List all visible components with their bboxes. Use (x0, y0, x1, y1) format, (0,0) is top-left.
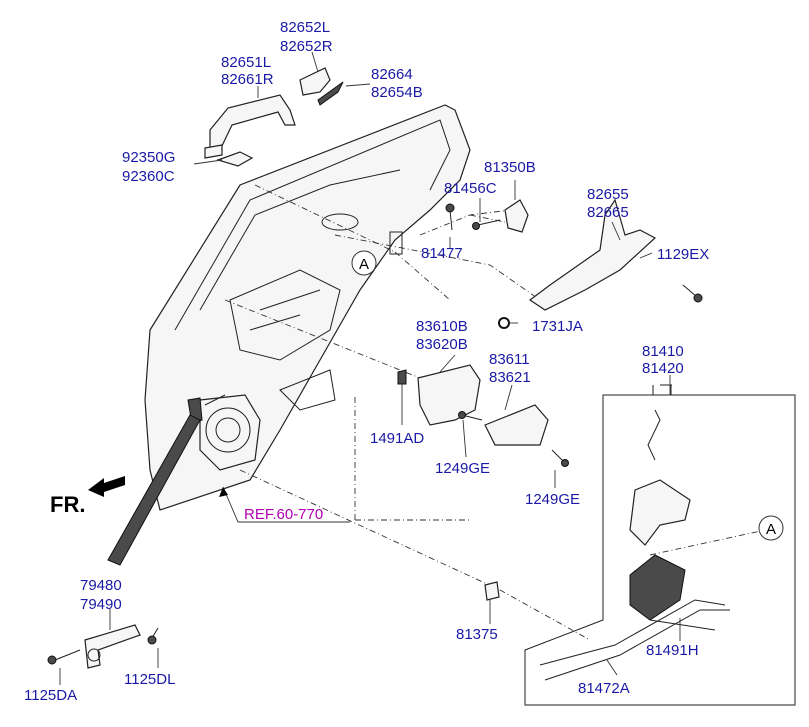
inside-handle-housing (417, 364, 481, 426)
label-82661r: 82661R (221, 71, 274, 88)
leader-lines (59, 51, 681, 685)
label-81410: 81410 (642, 343, 684, 360)
label-81477: 81477 (421, 245, 463, 262)
inside-handle-trim (484, 404, 549, 446)
part-labels: 82652L 82652R 82651L 82661R 82664 82654B… (24, 19, 709, 704)
marker-a-left-text: A (359, 256, 369, 273)
bolt-81477 (445, 203, 455, 231)
label-81375: 81375 (456, 626, 498, 643)
label-82654b: 82654B (371, 84, 423, 101)
ref-label: REF.60-770 (244, 506, 323, 523)
screw-1249ge-b (551, 449, 569, 467)
bolt-1125dl (147, 627, 159, 645)
latch-assembly-box (524, 384, 796, 706)
label-1129ex: 1129EX (657, 246, 709, 263)
label-81420: 81420 (642, 360, 684, 377)
front-arrow-icon (88, 476, 125, 497)
outside-handle (204, 94, 296, 159)
label-79490: 79490 (80, 596, 122, 613)
label-83621: 83621 (489, 369, 531, 386)
bolt-1129ex (682, 284, 703, 303)
handle-cover (299, 67, 331, 96)
label-82665: 82665 (587, 204, 629, 221)
marker-a-right-text: A (766, 521, 776, 538)
label-83610b: 83610B (416, 318, 468, 335)
label-83620b: 83620B (416, 336, 468, 353)
label-82652r: 82652R (280, 38, 333, 55)
label-92360c: 92360C (122, 168, 175, 185)
clip-1491ad (397, 369, 407, 385)
handle-gasket (216, 151, 254, 167)
label-1249ge-b: 1249GE (525, 491, 580, 508)
marker-a-left: A (351, 250, 377, 276)
label-82664: 82664 (371, 66, 413, 83)
label-81456c: 81456C (444, 180, 497, 197)
handle-cap (317, 81, 344, 106)
label-82651l: 82651L (221, 54, 271, 71)
marker-a-right: A (758, 515, 784, 541)
label-1125dl: 1125DL (124, 671, 175, 688)
grommet-1731ja (498, 317, 510, 329)
bolt-81456c (472, 219, 501, 230)
door-panel (144, 104, 471, 511)
door-checker (84, 624, 141, 669)
label-83611: 83611 (489, 351, 530, 368)
label-82655: 82655 (587, 186, 629, 203)
clip-81375 (484, 581, 500, 601)
label-81472a: 81472A (578, 680, 630, 697)
label-1249ge-a: 1249GE (435, 460, 490, 477)
outside-handle-bracket (528, 198, 657, 311)
label-82652l: 82652L (280, 19, 330, 36)
label-1731ja: 1731JA (532, 318, 583, 335)
door-latch-striker (504, 199, 529, 233)
check-strap-bar (107, 414, 201, 566)
label-1491ad: 1491AD (370, 430, 424, 447)
front-direction-label: FR. (50, 492, 85, 517)
leader-dashes (224, 184, 766, 641)
ref-arrowhead (219, 487, 228, 497)
label-79480: 79480 (80, 577, 122, 594)
label-1125da: 1125DA (24, 687, 77, 704)
bolt-1125da (47, 649, 81, 665)
label-81491h: 81491H (646, 642, 699, 659)
screw-1249ge-a (458, 411, 483, 421)
label-92350g: 92350G (122, 149, 175, 166)
label-81350b: 81350B (484, 159, 536, 176)
